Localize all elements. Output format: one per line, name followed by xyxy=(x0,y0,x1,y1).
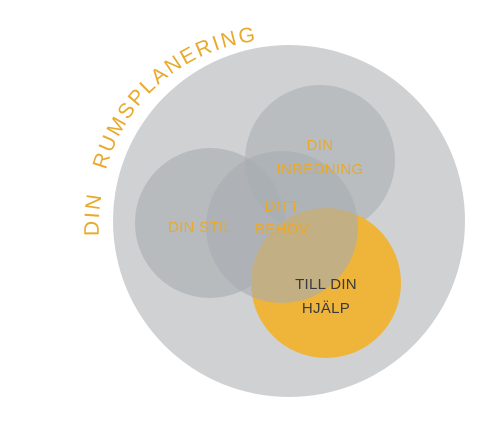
label-din-inredning-line2: INREDNING xyxy=(277,161,364,178)
circle-ditt-behov xyxy=(206,151,358,303)
label-din-inredning-line1: DIN xyxy=(307,137,334,154)
title-arc-word1: DIN xyxy=(81,191,107,236)
label-din-stil: DIN STIL xyxy=(168,219,232,236)
title-word1: DIN xyxy=(81,191,105,236)
label-till-din-hjalp-line1: TILL DIN xyxy=(295,276,357,293)
label-ditt-behov-line2: BEHOV xyxy=(255,221,309,238)
label-ditt-behov-line1: DITT xyxy=(265,198,300,215)
label-till-din-hjalp-line2: HJÄLP xyxy=(302,300,350,317)
